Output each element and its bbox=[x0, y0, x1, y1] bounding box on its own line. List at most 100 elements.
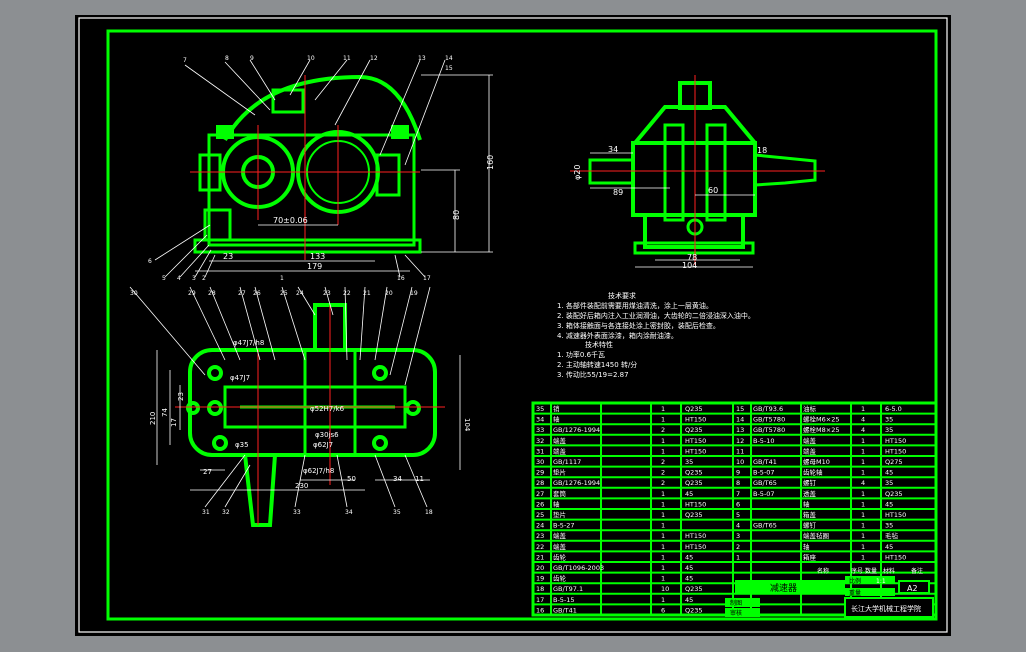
bom-name: GB/T1096-2003 bbox=[553, 564, 604, 572]
callout-front: 8 bbox=[225, 55, 229, 62]
dim-side-shaft-len-right: 18 bbox=[757, 146, 767, 155]
bom-seq: 9 bbox=[736, 469, 740, 477]
bom-qty: 1 bbox=[861, 437, 865, 445]
side-view bbox=[588, 81, 817, 255]
bom-material: HT150 bbox=[685, 532, 706, 540]
bom-name: 垫片 bbox=[553, 510, 566, 519]
tech-notes: 技术要求 1. 各部件装配前需要用煤油清洗，涂上一层黄油。 2. 装配好后箱内注… bbox=[557, 291, 755, 379]
bom-qty: 1 bbox=[861, 500, 865, 508]
bom-seq: 10 bbox=[736, 458, 744, 466]
bom-material: 毛毡 bbox=[885, 531, 899, 540]
bom-material: Q235 bbox=[685, 469, 703, 477]
bom-seq: 3 bbox=[736, 532, 740, 540]
callout-front: 12 bbox=[370, 55, 378, 62]
hdr-qty: 数量 bbox=[865, 567, 877, 575]
callout-top: 30 bbox=[130, 290, 138, 297]
bom-seq: 35 bbox=[536, 405, 544, 413]
bom-name: 端盖 bbox=[553, 531, 567, 540]
bom-seq: 19 bbox=[536, 575, 544, 583]
bom-material: 6-5.0 bbox=[885, 405, 902, 413]
dim-front-height-total: 160 bbox=[486, 155, 495, 170]
dim-top-fit7: φ52H7/k6 bbox=[310, 405, 345, 413]
callout-top: 34 bbox=[345, 509, 353, 516]
bom-material: HT150 bbox=[685, 437, 706, 445]
bom-name: 螺母M10 bbox=[803, 457, 830, 466]
bom-name: GB/T41 bbox=[553, 606, 577, 614]
bom-qty: 2 bbox=[661, 458, 665, 466]
callout-top: 32 bbox=[222, 509, 230, 516]
callout-top: 25 bbox=[280, 290, 288, 297]
inner-border bbox=[106, 29, 938, 621]
dim-top-74: 74 bbox=[161, 408, 169, 417]
institution: 长江大学机械工程学院 bbox=[851, 604, 921, 613]
bom-name: GB/T97.1 bbox=[553, 585, 583, 593]
dim-top-left-gap: 27 bbox=[203, 468, 212, 476]
callout-front: 10 bbox=[307, 55, 315, 62]
drawing-canvas: 160 80 70±0.06 133 179 23 7 8 9 10 11 12… bbox=[78, 17, 948, 633]
bom-seq: 5 bbox=[736, 511, 740, 519]
bom-name: GB/1117 bbox=[553, 458, 581, 466]
callout-front: 16 bbox=[397, 275, 405, 282]
hdr-remark: 备注 bbox=[911, 567, 923, 575]
bom-material: 35 bbox=[885, 522, 893, 530]
bom-seq: 4 bbox=[736, 522, 740, 530]
dim-top-210: 210 bbox=[149, 412, 157, 425]
bom-seq: 1 bbox=[736, 553, 740, 561]
bom-seq: 26 bbox=[536, 500, 544, 508]
bom-standard: GB/T5780 bbox=[753, 416, 785, 424]
bom-qty: 1 bbox=[661, 490, 665, 498]
scale-value: 1:1 bbox=[876, 578, 886, 585]
bom-standard: GB/T41 bbox=[753, 458, 777, 466]
bom-seq: 20 bbox=[536, 564, 544, 572]
callout-top: 29 bbox=[188, 290, 196, 297]
bom-qty: 1 bbox=[661, 532, 665, 540]
callout-top: 27 bbox=[238, 290, 246, 297]
bom-name: 端盖 bbox=[803, 436, 817, 445]
bom-name: 螺栓M8×25 bbox=[803, 425, 839, 434]
dim-top-11: 11 bbox=[415, 475, 424, 483]
bom-material: HT150 bbox=[885, 447, 906, 455]
callout-front: 15 bbox=[445, 65, 453, 72]
bom-material: Q235 bbox=[685, 405, 703, 413]
callout-top: 24 bbox=[296, 290, 304, 297]
bom-seq: 28 bbox=[536, 479, 544, 487]
bom-seq: 24 bbox=[536, 522, 544, 530]
bom-qty: 1 bbox=[661, 564, 665, 572]
tech-req-title: 技术要求 bbox=[608, 291, 636, 300]
bom-qty: 1 bbox=[861, 532, 865, 540]
bom-qty: 1 bbox=[661, 416, 665, 424]
bom-material: 45 bbox=[685, 596, 693, 604]
callout-front: 13 bbox=[418, 55, 426, 62]
tech-char-line: 1. 功率0.6千瓦 bbox=[557, 350, 605, 359]
callout-front: 5 bbox=[162, 275, 166, 282]
bom-qty: 1 bbox=[661, 511, 665, 519]
callout-front: 4 bbox=[177, 275, 181, 282]
bom-seq: 14 bbox=[736, 416, 744, 424]
bom-seq: 34 bbox=[536, 416, 544, 424]
bom-material: Q235 bbox=[685, 426, 703, 434]
bom-name: 轴 bbox=[803, 499, 810, 508]
callout-top: 19 bbox=[410, 290, 418, 297]
callout-front: 7 bbox=[183, 57, 187, 64]
bom-material: HT150 bbox=[885, 437, 906, 445]
bom-material: HT150 bbox=[885, 553, 906, 561]
hdr-material: 材料 bbox=[883, 567, 895, 575]
tech-req-line: 2. 装配好后箱内注入工业润滑油，大齿轮的二倍浸油深入油中。 bbox=[557, 311, 755, 320]
dim-side-base-inner: 78 bbox=[687, 253, 697, 262]
top-view bbox=[186, 303, 437, 527]
callout-top: 23 bbox=[323, 290, 331, 297]
bom-name: 箱座 bbox=[803, 552, 817, 561]
dim-front-width-total: 179 bbox=[307, 262, 322, 271]
bom-material: 45 bbox=[885, 469, 893, 477]
dim-top-fit4: φ62J7/h8 bbox=[303, 467, 334, 475]
bom-qty: 2 bbox=[661, 469, 665, 477]
bom-name: 轴 bbox=[553, 499, 560, 508]
bom-material: 45 bbox=[685, 553, 693, 561]
bom-material: Q235 bbox=[685, 606, 703, 614]
bom-name: 齿轮 bbox=[553, 574, 567, 583]
dim-side-base-total: 104 bbox=[682, 261, 697, 270]
bom-name: 套筒 bbox=[553, 489, 567, 498]
bom-name: GB/1276-1994 bbox=[553, 426, 600, 434]
tech-char-line: 2. 主动轴转速1450 转/分 bbox=[557, 360, 637, 369]
bom-qty: 1 bbox=[661, 522, 665, 530]
